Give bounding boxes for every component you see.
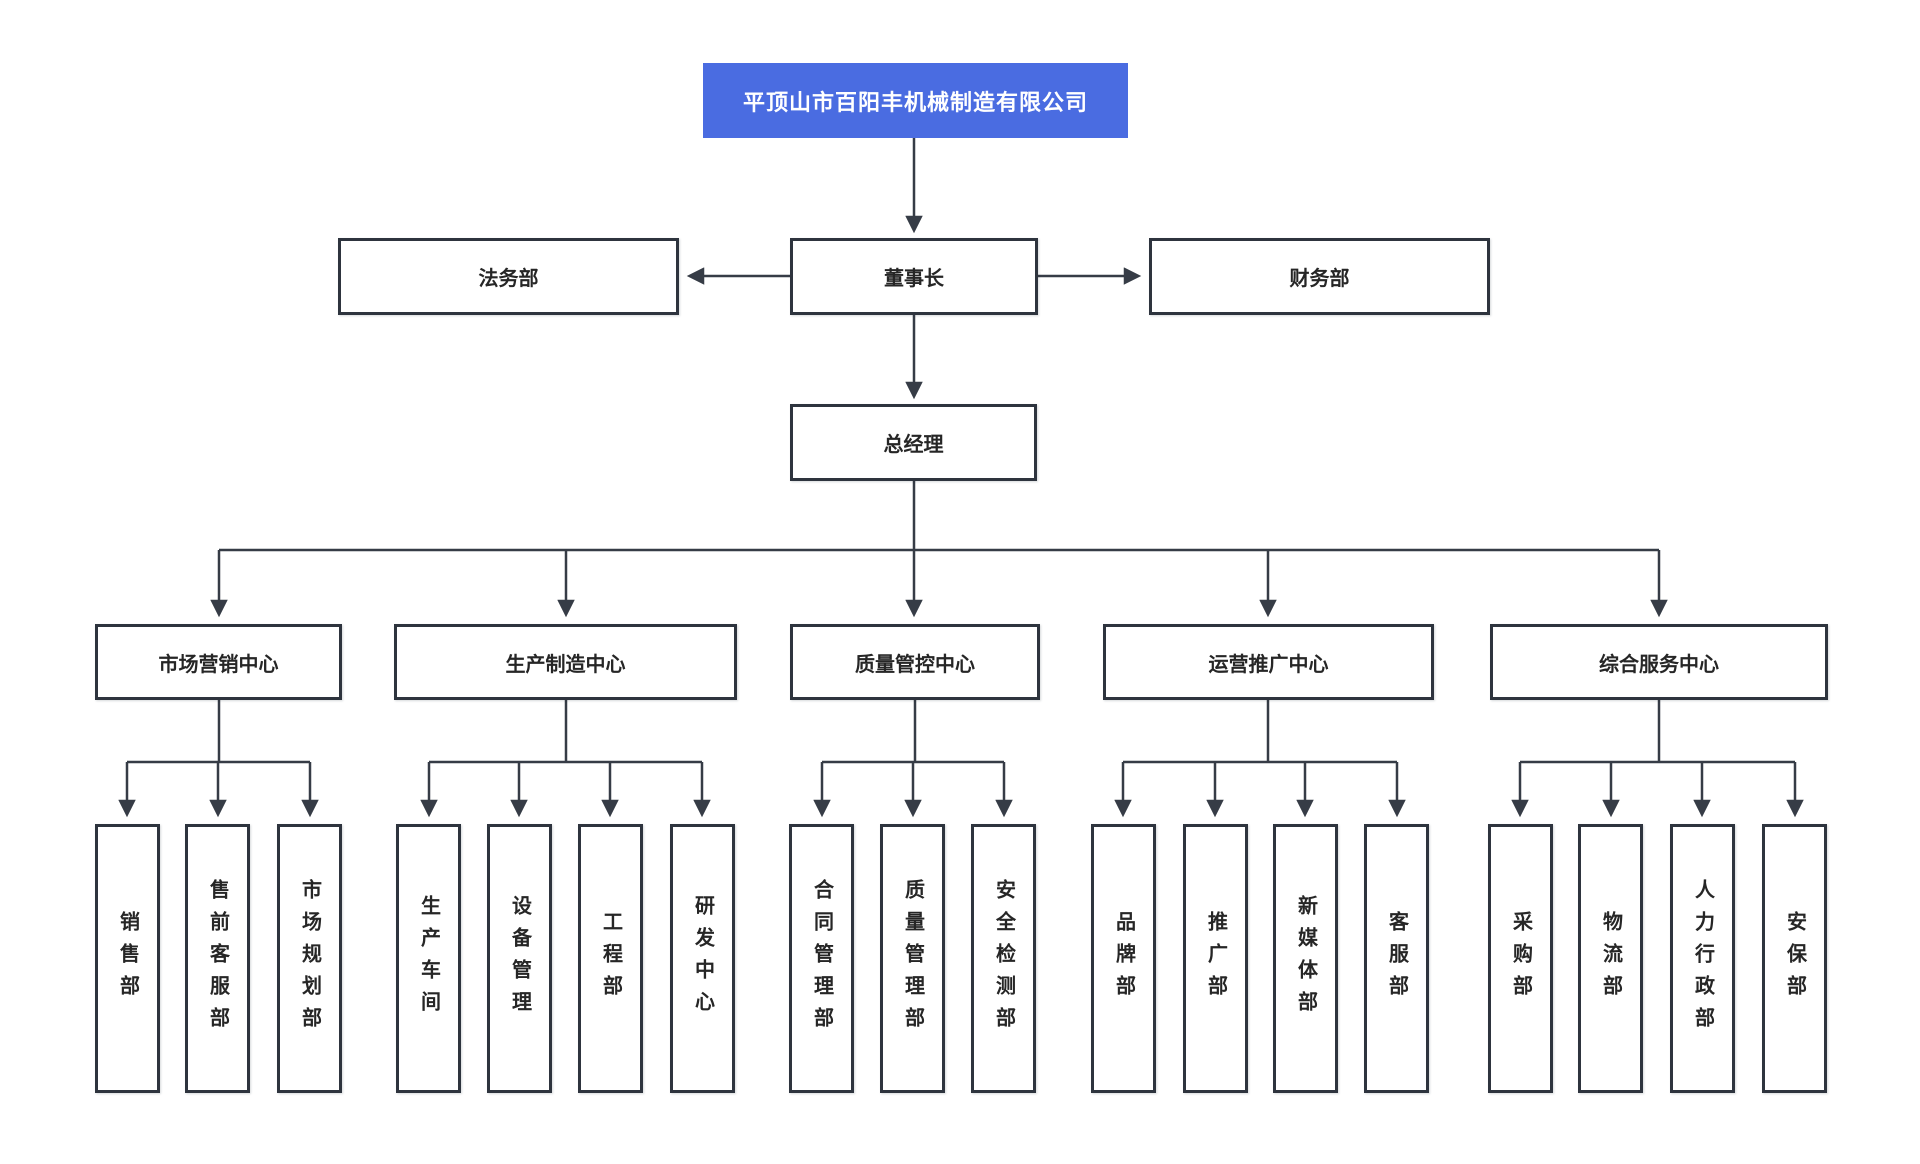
services-center-node: 综合服务中心: [1490, 624, 1828, 700]
dept-label: 推广部: [1204, 910, 1227, 1007]
operations-center-node: 运营推广中心: [1103, 624, 1434, 700]
dept-node-new-media: 新媒体部: [1273, 824, 1338, 1093]
marketing-center-label: 市场营销中心: [158, 653, 279, 676]
dept-node-safety-inspection: 安全检测部: [971, 824, 1036, 1093]
legal-dept-label: 法务部: [478, 268, 539, 290]
company-name-label: 平顶山市百阳丰机械制造有限公司: [742, 89, 1088, 115]
connectors-marketing-group: [118, 700, 319, 818]
finance-dept-label: 财务部: [1289, 268, 1350, 290]
legal-dept-node: 法务部: [338, 238, 679, 315]
dept-label: 销售部: [116, 910, 139, 1007]
dept-label: 售前客服部: [206, 878, 229, 1039]
dept-label: 采购部: [1509, 910, 1532, 1007]
dept-node-market-planning: 市场规划部: [277, 824, 342, 1093]
dept-node-sales: 销售部: [95, 824, 160, 1093]
dept-node-logistics: 物流部: [1578, 824, 1643, 1093]
general-manager-node: 总经理: [790, 404, 1037, 481]
dept-node-presales-service: 售前客服部: [185, 824, 250, 1093]
dept-label: 市场规划部: [298, 878, 321, 1039]
operations-center-label: 运营推广中心: [1208, 653, 1329, 676]
dept-node-equipment-management: 设备管理: [487, 824, 552, 1093]
quality-center-node: 质量管控中心: [790, 624, 1040, 700]
dept-node-contract-management: 合同管理部: [789, 824, 854, 1093]
dept-label: 工程部: [599, 910, 622, 1007]
connectors-top: [686, 138, 1142, 400]
dept-node-production-workshop: 生产车间: [396, 824, 461, 1093]
dept-label: 物流部: [1599, 910, 1622, 1007]
connectors-production-group: [420, 700, 711, 818]
connectors-quality-group: [813, 700, 1013, 818]
dept-label: 客服部: [1385, 910, 1408, 1007]
dept-label: 质量管理部: [901, 878, 924, 1039]
dept-node-quality-management: 质量管理部: [880, 824, 945, 1093]
production-center-node: 生产制造中心: [394, 624, 737, 700]
production-center-label: 生产制造中心: [505, 653, 626, 676]
dept-label: 设备管理: [508, 894, 531, 1023]
dept-label: 安全检测部: [992, 878, 1015, 1039]
dept-label: 生产车间: [417, 894, 440, 1023]
marketing-center-node: 市场营销中心: [95, 624, 342, 700]
general-manager-label: 总经理: [883, 434, 944, 456]
connectors-services-group: [1511, 700, 1804, 818]
dept-node-rnd-center: 研发中心: [670, 824, 735, 1093]
dept-node-procurement: 采购部: [1488, 824, 1553, 1093]
dept-label: 安保部: [1783, 910, 1806, 1007]
dept-node-brand: 品牌部: [1091, 824, 1156, 1093]
connectors-operations-group: [1114, 700, 1406, 818]
chairman-node: 董事长: [790, 238, 1038, 315]
services-center-label: 综合服务中心: [1599, 653, 1719, 676]
dept-label: 新媒体部: [1294, 894, 1317, 1023]
dept-label: 人力行政部: [1691, 878, 1714, 1039]
chairman-label: 董事长: [884, 268, 944, 290]
connectors-gm-to-centers: [210, 481, 1668, 618]
dept-node-security: 安保部: [1762, 824, 1827, 1093]
dept-label: 品牌部: [1112, 910, 1135, 1007]
finance-dept-node: 财务部: [1149, 238, 1490, 315]
quality-center-label: 质量管控中心: [855, 653, 975, 676]
dept-label: 合同管理部: [810, 878, 833, 1039]
dept-node-engineering: 工程部: [578, 824, 643, 1093]
company-root-node: 平顶山市百阳丰机械制造有限公司: [703, 63, 1128, 138]
dept-node-customer-service: 客服部: [1364, 824, 1429, 1093]
dept-node-hr-admin: 人力行政部: [1670, 824, 1735, 1093]
dept-node-promotion: 推广部: [1183, 824, 1248, 1093]
dept-label: 研发中心: [691, 894, 714, 1023]
